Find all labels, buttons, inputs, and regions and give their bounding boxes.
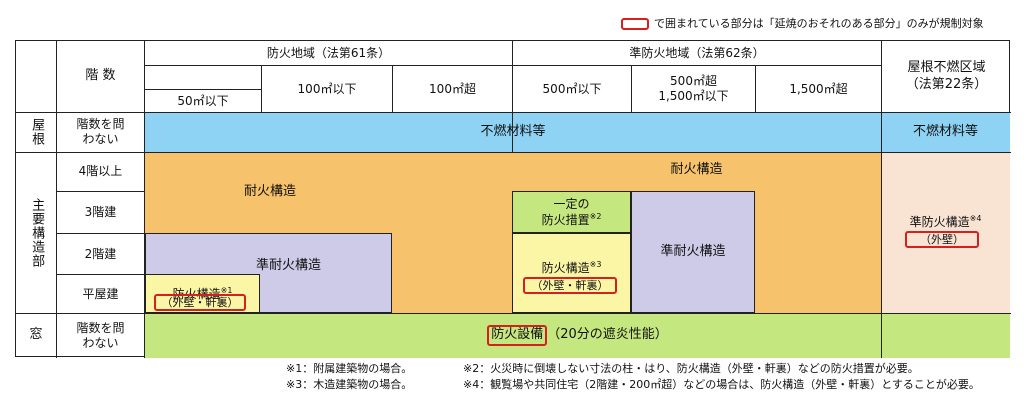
header-fire-zone: 防火地域（法第61条）: [266, 45, 391, 60]
jun-bouka-22-mark: ※4: [969, 214, 982, 223]
hline-roof: [16, 152, 1011, 153]
vline-c: [512, 41, 513, 152]
vline-d: [881, 41, 882, 358]
note-2: ※2：火災時に倒壊しない寸法の柱・はり、防火構造（外壁・軒裏）などの防火措置が必…: [463, 362, 919, 375]
header-sz-500gt-line1: 500㎡超: [670, 74, 717, 88]
jun-bouka-22-label: 準防火構造: [909, 215, 970, 229]
header-sz-500gt: 500㎡超 1,500㎡以下: [632, 66, 755, 112]
vline-a: [56, 41, 57, 358]
hline-fz50: [144, 89, 261, 90]
row-f3: 3階建: [84, 205, 117, 219]
header-floors: 階 数: [85, 68, 116, 84]
jun-bouka-22-title: 準防火構造※4: [881, 213, 1010, 230]
jun-taika-fz-label: 準耐火構造: [256, 258, 322, 273]
roof-main-cell: 不燃材料等: [145, 112, 881, 152]
hline-header: [16, 112, 1011, 113]
vline-fz2: [392, 65, 393, 112]
bouka-fz-cell: 防火構造※1: [145, 274, 260, 313]
taika-fz-label: 耐火構造: [243, 183, 296, 199]
header-fz-100gt: 100㎡超: [429, 81, 476, 96]
hline-zone-top: [144, 65, 881, 66]
bouka-sz-mark: ※3: [589, 260, 602, 269]
window-sub: （20分の遮炎性能）: [547, 327, 668, 343]
ittei-line2: 防火措置: [541, 212, 590, 227]
vline-b: [144, 41, 145, 358]
jun-bouka-22-sub: （外壁）: [905, 231, 979, 248]
row-f2: 2階建: [84, 246, 117, 261]
header-sz-500gt-line2: 1,500㎡以下: [658, 89, 729, 103]
header-sz-500le: 500㎡以下: [542, 81, 602, 96]
hline-f4: [56, 191, 144, 192]
roof-22-cell: 不燃材料等: [881, 112, 1010, 152]
header-fz-100le: 100㎡以下: [297, 81, 357, 96]
note-3: ※3：木造建築物の場合。: [286, 378, 413, 391]
header-roof-zone-line2: （法第22条）: [905, 76, 988, 92]
window-cell: 防火設備（20分の遮炎性能）: [145, 313, 1010, 358]
note-1: ※1：附属建築物の場合。: [286, 362, 413, 375]
row-window-floor: 階数を問わない: [76, 320, 125, 350]
bouka-sz-label: 防火構造: [541, 261, 590, 275]
bouka-fz-sub: （外壁・軒裏）: [154, 294, 246, 311]
vline-fz1: [261, 65, 262, 112]
bouka-sz-title: 防火構造※3: [512, 259, 631, 276]
header-roof-zone: 屋根不燃区域 （法第22条）: [882, 41, 1011, 112]
header-sz-1500gt: 1,500㎡超: [789, 81, 848, 96]
note-4: ※4：観覧場や共同住宅（2階建・200㎡超）などの場合は、防火構造（外壁・軒裏）…: [463, 378, 980, 391]
legend-text: で囲まれている部分は「延焼のおそれのある部分」のみが規制対象: [654, 17, 984, 30]
regulation-table: 不燃材料等 不燃材料等 耐火構造 耐火構造 準耐火構造 防火構造※1 （外壁・軒…: [15, 40, 1011, 358]
jun-taika-sz-cell: 準耐火構造: [631, 191, 755, 313]
taika-sz-label: 耐火構造: [670, 161, 723, 177]
row-window-label: 窓: [29, 327, 43, 343]
ittei-cell: 一定の 防火措置※2: [512, 191, 631, 233]
row-f4: 4階以上: [78, 164, 123, 178]
bouka-sz-sub: （外壁・軒裏）: [523, 277, 617, 294]
legend-swatch: [621, 18, 649, 30]
ittei-line1: 一定の: [553, 196, 590, 211]
row-main-label: 主要構造部: [29, 197, 45, 268]
vline-sz1: [631, 65, 632, 112]
vline-sz2: [755, 65, 756, 112]
row-roof-label: 屋根: [29, 118, 45, 146]
bouka-fz-label: 防火構造: [172, 286, 221, 301]
header-semi-fire-zone: 準防火地域（法第62条）: [629, 45, 765, 60]
row-f1: 平屋建: [82, 286, 119, 301]
hline-f3: [56, 233, 144, 234]
hline-f2: [56, 274, 144, 275]
row-roof-floor: 階数を問わない: [76, 117, 125, 146]
window-main: 防火設備: [487, 325, 548, 346]
hline-sz-taika: [512, 191, 755, 192]
bouka-sz-cell: [512, 233, 631, 313]
header-fz-50: 50㎡以下: [177, 93, 229, 108]
ittei-mark: ※2: [589, 211, 602, 221]
hline-main: [16, 313, 1011, 314]
bouka-fz-mark: ※1: [220, 285, 233, 295]
header-roof-zone-line1: 屋根不燃区域: [907, 60, 986, 76]
